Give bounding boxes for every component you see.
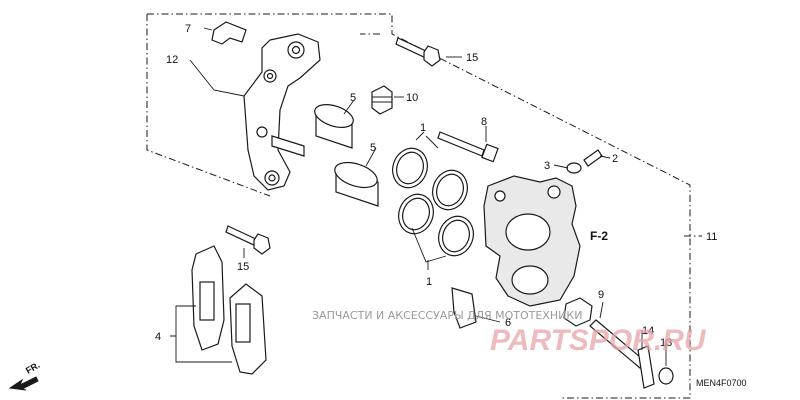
label-8: 8 <box>481 116 487 128</box>
label-3: 3 <box>544 160 550 172</box>
label-4: 4 <box>155 331 161 343</box>
brake-pads[interactable] <box>191 245 267 375</box>
label-14: 14 <box>642 325 654 337</box>
slide-pin[interactable] <box>563 297 647 369</box>
bolt-top[interactable] <box>395 37 441 67</box>
label-2: 2 <box>612 153 618 165</box>
label-13: 13 <box>660 337 672 349</box>
bolt-lower[interactable] <box>225 225 271 255</box>
label-5-upper: 5 <box>350 92 356 104</box>
bleeder-screw[interactable] <box>583 149 603 167</box>
label-1-upper: 1 <box>420 122 426 134</box>
piston-seals[interactable] <box>387 143 479 260</box>
watermark-brand: PARTSPOR.RU <box>490 324 707 357</box>
label-5-lower: 5 <box>370 142 376 154</box>
label-7: 7 <box>185 23 191 35</box>
leader-lines <box>170 27 667 366</box>
diagram-code: MEN4F0700 <box>696 378 747 388</box>
watermark-tagline: ЗАПЧАСТИ И АКСЕССУАРЫ ДЛЯ МОТОТЕХНИКИ <box>312 309 582 322</box>
assembly-outline <box>146 13 691 399</box>
pin-boot[interactable] <box>371 85 393 115</box>
caliper-pin[interactable] <box>437 131 499 163</box>
label-15-top: 15 <box>466 52 478 64</box>
caliper-body[interactable] <box>483 175 581 307</box>
pin-cap[interactable] <box>658 367 674 385</box>
label-12: 12 <box>166 54 178 66</box>
piston-upper[interactable] <box>312 100 356 149</box>
label-15-lower: 15 <box>237 261 249 273</box>
caliper-bracket <box>684 235 702 237</box>
bleeder-cap[interactable] <box>566 162 582 174</box>
front-direction-label: FR. <box>24 360 42 376</box>
pin-bolt[interactable] <box>637 345 655 389</box>
label-1-lower: 1 <box>426 276 432 288</box>
piston-lower[interactable] <box>332 158 381 207</box>
front-direction-arrow: FR. <box>8 360 42 391</box>
label-10: 10 <box>406 92 418 104</box>
pad-retainer[interactable] <box>451 287 477 329</box>
pad-spring-clip[interactable] <box>211 21 247 45</box>
label-6: 6 <box>505 317 511 329</box>
caliper-bracket-part[interactable] <box>243 33 321 191</box>
label-9: 9 <box>598 289 604 301</box>
label-11: 11 <box>706 231 717 243</box>
reference-label: F-2 <box>590 229 608 243</box>
